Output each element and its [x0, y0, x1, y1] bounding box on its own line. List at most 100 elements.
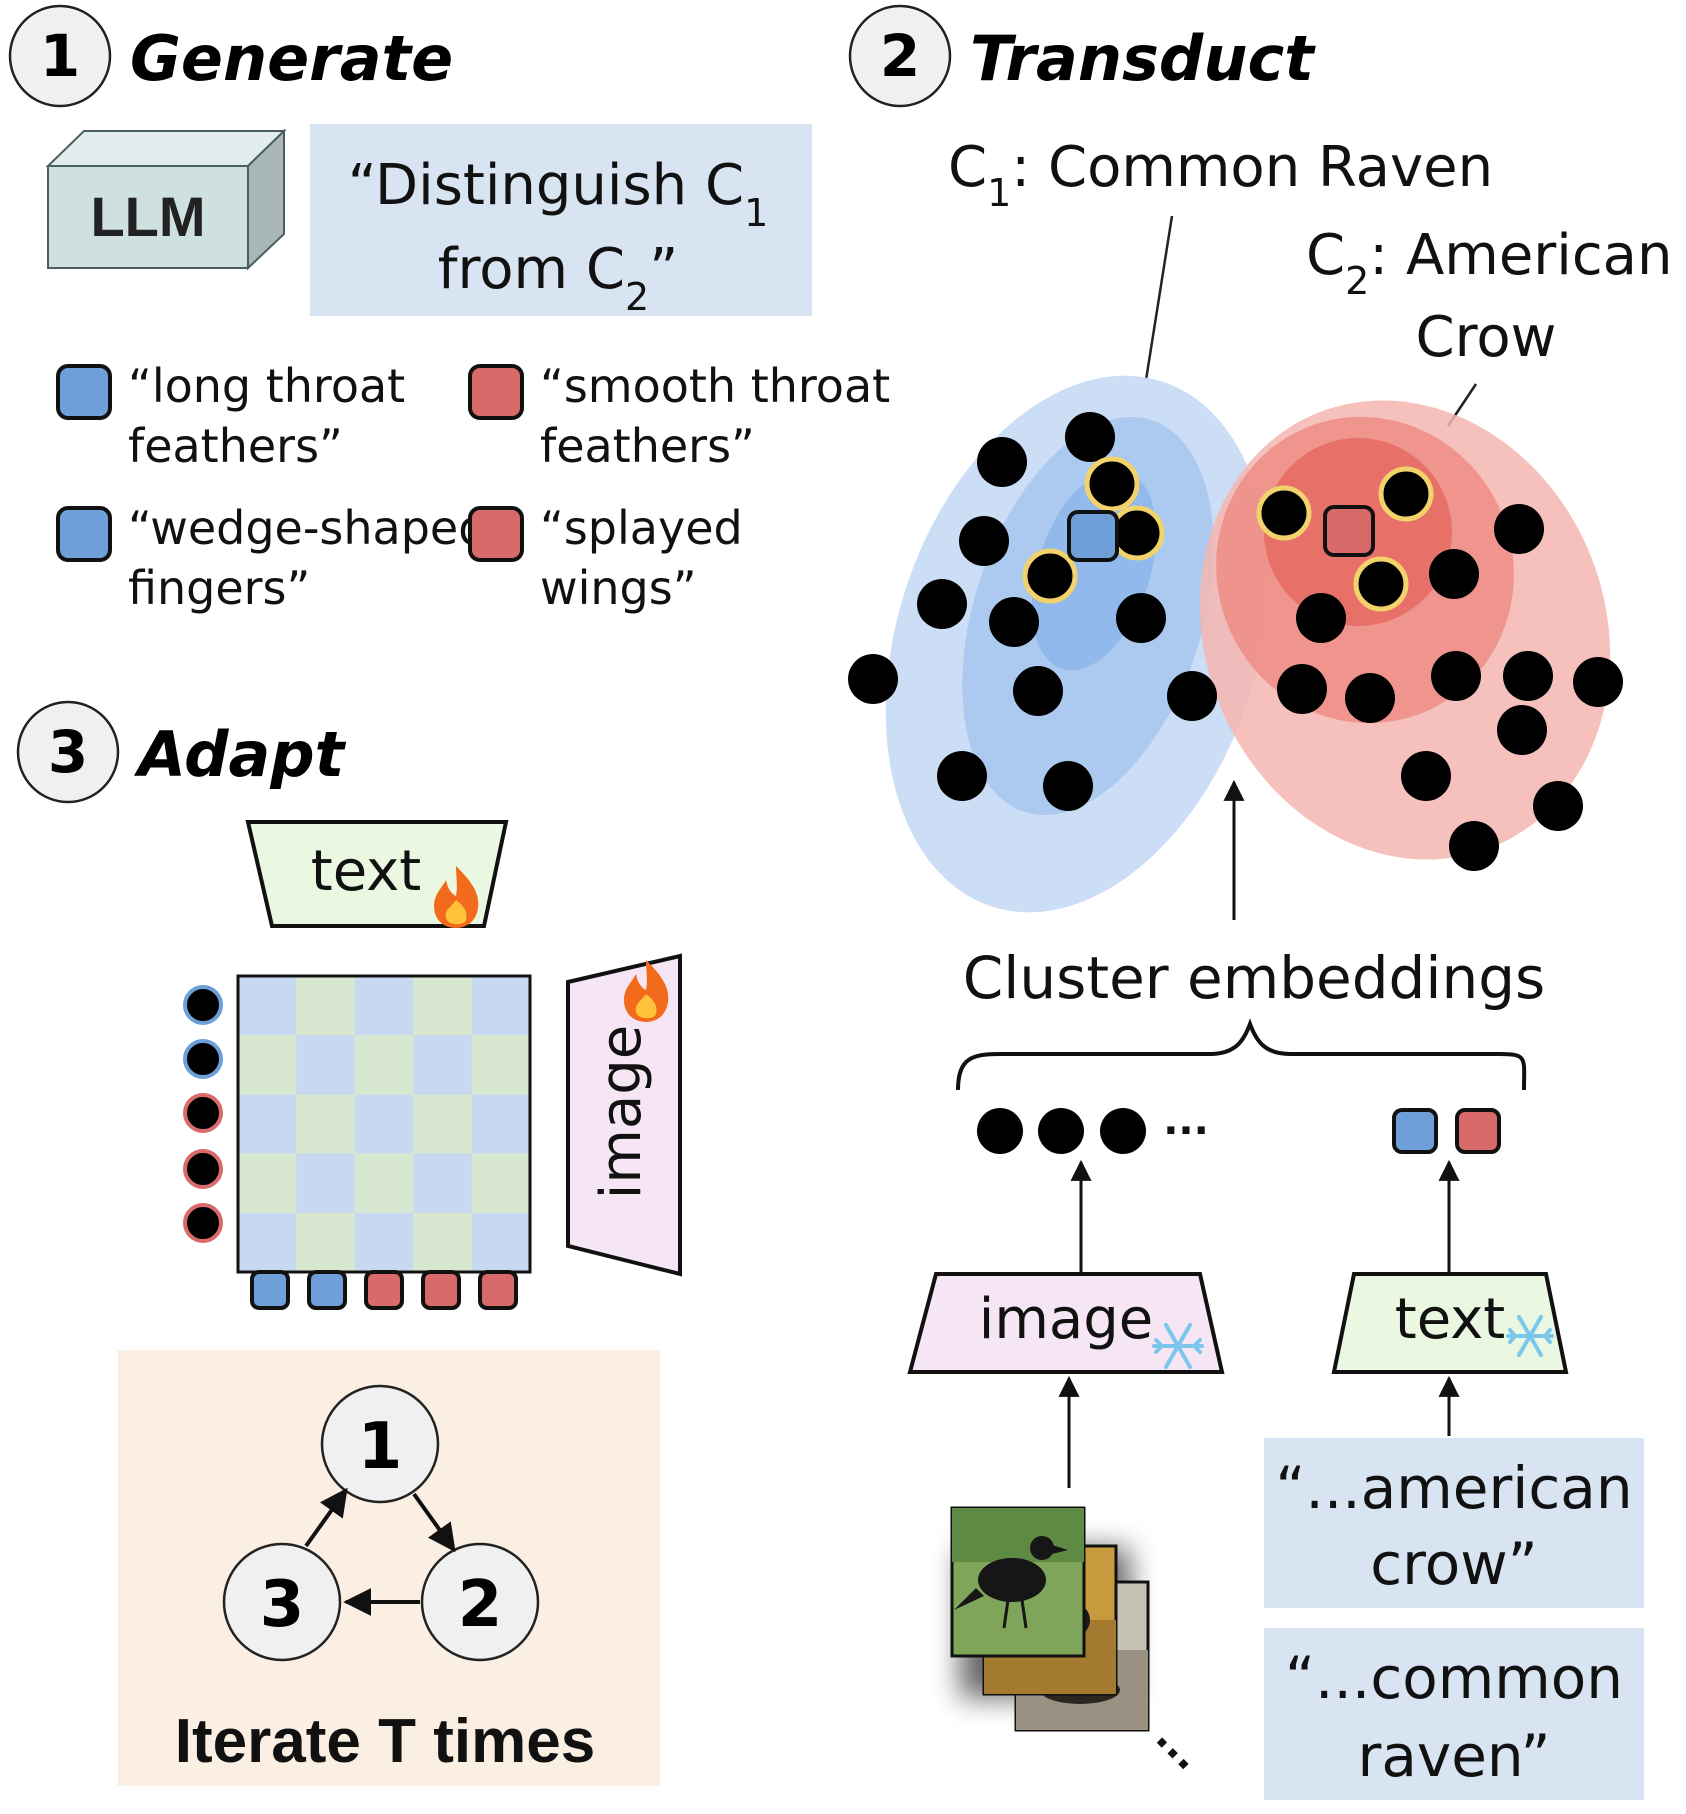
cycle-arrow: [304, 1487, 348, 1548]
pseudo-labeled-point: [1084, 456, 1140, 512]
image-embedding-point: [977, 437, 1027, 487]
matrix-cell: [413, 976, 473, 1036]
class-2-label: C2: American: [1306, 223, 1672, 303]
class-1-square-icon: [56, 506, 112, 562]
iterate-node: [222, 1542, 342, 1662]
attribute-text: “long throat: [128, 359, 405, 413]
matrix-cell: [238, 1094, 297, 1155]
class-1-leader-line: [1144, 215, 1174, 381]
image-embedding-point: [1431, 651, 1481, 701]
llm-prompt-box: “Distinguish C1 from C2”: [310, 124, 812, 319]
image-embedding-point: [1277, 664, 1327, 714]
iterate-node: [420, 1542, 540, 1662]
snowflake-icon: [1506, 1315, 1554, 1357]
text-prompt-line: “...american: [1275, 1454, 1632, 1522]
attribute-text: “splayed: [540, 501, 743, 555]
frozen-text-encoder: text: [1331, 1272, 1569, 1374]
image-marker-class-2: [183, 1093, 223, 1133]
matrix-column-markers: [250, 1270, 518, 1310]
matrix-cell: [238, 1153, 297, 1214]
matrix-cell: [354, 1212, 414, 1273]
text-marker-class-2: [421, 1270, 461, 1310]
image-embedding-point: [1494, 504, 1544, 554]
pseudo-labeled-point: [1022, 548, 1078, 604]
attribute-item: “long throat feathers”: [56, 359, 405, 473]
image-embedding-dot: [1100, 1108, 1146, 1154]
image-embedding-point: [1043, 761, 1093, 811]
section-generate: 1 Generate LLM “Distinguish C1 from C2” …: [8, 4, 890, 615]
text-prompt-line: raven”: [1357, 1722, 1550, 1790]
more-images-ellipsis: ...: [1147, 1714, 1212, 1779]
fire-icon: [624, 960, 669, 1022]
cycle-arrow: [412, 1492, 456, 1553]
encoder-label: image: [589, 1025, 654, 1199]
image-embedding-point: [959, 516, 1009, 566]
class-1-prototype-square: [1067, 510, 1119, 562]
embedding-ellipsis: ...: [1163, 1098, 1209, 1144]
matrix-cell: [354, 976, 414, 1036]
section-number: 1: [40, 22, 80, 90]
fire-icon: [434, 866, 479, 928]
encoder-label: text: [1395, 1287, 1506, 1352]
image-embedding-point: [1401, 751, 1451, 801]
text-prompt-box: “...common raven”: [1264, 1628, 1644, 1800]
bird-photo: [950, 1506, 1086, 1658]
attribute-text: “wedge-shaped: [128, 501, 487, 555]
trainable-text-encoder: text: [245, 820, 509, 928]
text-prompt-line: “...common: [1285, 1644, 1623, 1712]
attribute-text: feathers”: [540, 419, 755, 473]
text-prompt-box: “...american crow”: [1264, 1438, 1644, 1608]
matrix-cell: [471, 1153, 531, 1214]
attribute-list: “long throat feathers” “smooth throat fe…: [56, 359, 890, 615]
image-embedding-point: [1345, 673, 1395, 723]
attribute-text: fingers”: [128, 561, 310, 615]
matrix-cell: [296, 1094, 356, 1155]
section-title: Adapt: [133, 718, 347, 791]
iterate-node-label: 2: [458, 1568, 503, 1642]
text-marker-class-2: [478, 1270, 518, 1310]
class-1-square-icon: [56, 364, 112, 420]
frozen-image-encoder: image: [907, 1272, 1225, 1374]
snowflake-icon: [1152, 1323, 1204, 1369]
matrix-cell: [296, 976, 356, 1036]
trainable-image-encoder: image: [566, 953, 682, 1277]
matrix-cell: [413, 1035, 473, 1095]
iterate-label: Iterate T times: [175, 1707, 595, 1776]
matrix-cell: [238, 976, 297, 1036]
iterate-box: 1 2 3 Iterate T times: [118, 1350, 660, 1786]
class-1-text-embedding-square: [1392, 1108, 1438, 1154]
matrix-cell: [413, 1212, 473, 1273]
attribute-text: wings”: [540, 561, 697, 615]
class-2-square-icon: [468, 364, 524, 420]
class-2-prototype-square: [1323, 505, 1375, 557]
section-title: Generate: [130, 22, 453, 95]
image-embedding-point: [1296, 593, 1346, 643]
section-number-badge: [16, 700, 120, 804]
section-number: 3: [48, 718, 88, 786]
image-embedding-point: [1497, 705, 1547, 755]
attribute-item: “splayed wings”: [468, 501, 743, 615]
pseudo-labeled-point: [1256, 485, 1312, 541]
matrix-cell: [471, 1094, 531, 1155]
image-embedding-point: [917, 579, 967, 629]
section-transduct: 2 Transduct C1: Common Raven C2: America…: [848, 4, 1672, 1800]
matrix-cell: [471, 1035, 531, 1095]
pseudo-labeled-point: [1109, 505, 1165, 561]
pseudo-labeled-point: [1353, 556, 1409, 612]
text-marker-class-2: [364, 1270, 404, 1310]
image-marker-class-2: [183, 1203, 223, 1243]
llm-label: LLM: [90, 185, 205, 248]
matrix-row-markers: [183, 985, 223, 1243]
image-embedding-point: [1573, 657, 1623, 707]
image-embedding-point: [989, 597, 1039, 647]
matrix-cell: [413, 1153, 473, 1214]
iterate-node-label: 3: [260, 1568, 305, 1642]
image-embedding-point: [848, 654, 898, 704]
matrix-cell: [296, 1212, 356, 1273]
attribute-text: “smooth throat: [540, 359, 890, 413]
class-2-text-embedding-square: [1455, 1108, 1501, 1154]
text-prompt-line: crow”: [1370, 1530, 1537, 1598]
attribute-item: “smooth throat feathers”: [468, 359, 890, 473]
class-2-label-line2: Crow: [1416, 305, 1557, 370]
